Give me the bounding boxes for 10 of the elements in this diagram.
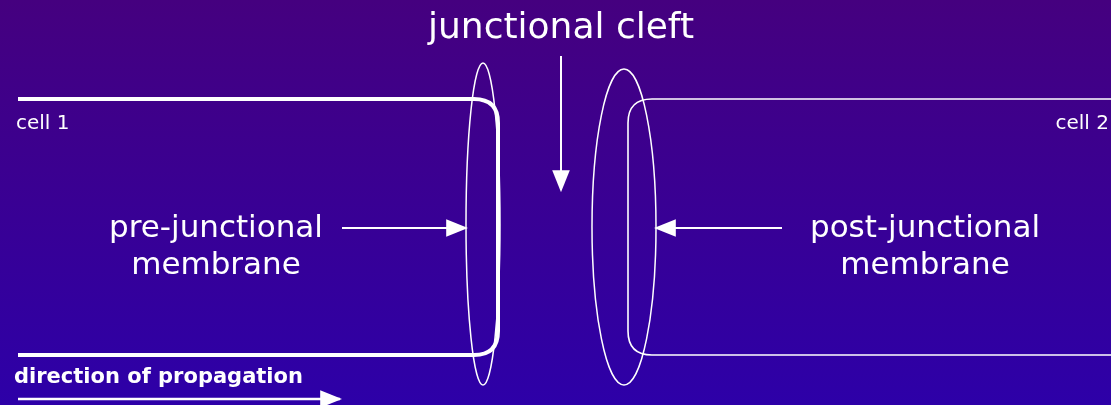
ellipse-outline (465, 62, 501, 386)
membrane-label: pre-junctional membrane (92, 208, 340, 292)
cell-label: cell 1 (16, 110, 70, 134)
arrow (552, 55, 570, 193)
cell-label: cell 2 (1055, 110, 1109, 134)
cleft-label: junctional cleft (400, 4, 722, 52)
ellipse-outline (591, 68, 657, 386)
direction-label: direction of propagation (14, 364, 303, 390)
membrane-label: post-junctional membrane (784, 208, 1066, 292)
cell-outline (626, 96, 1111, 358)
